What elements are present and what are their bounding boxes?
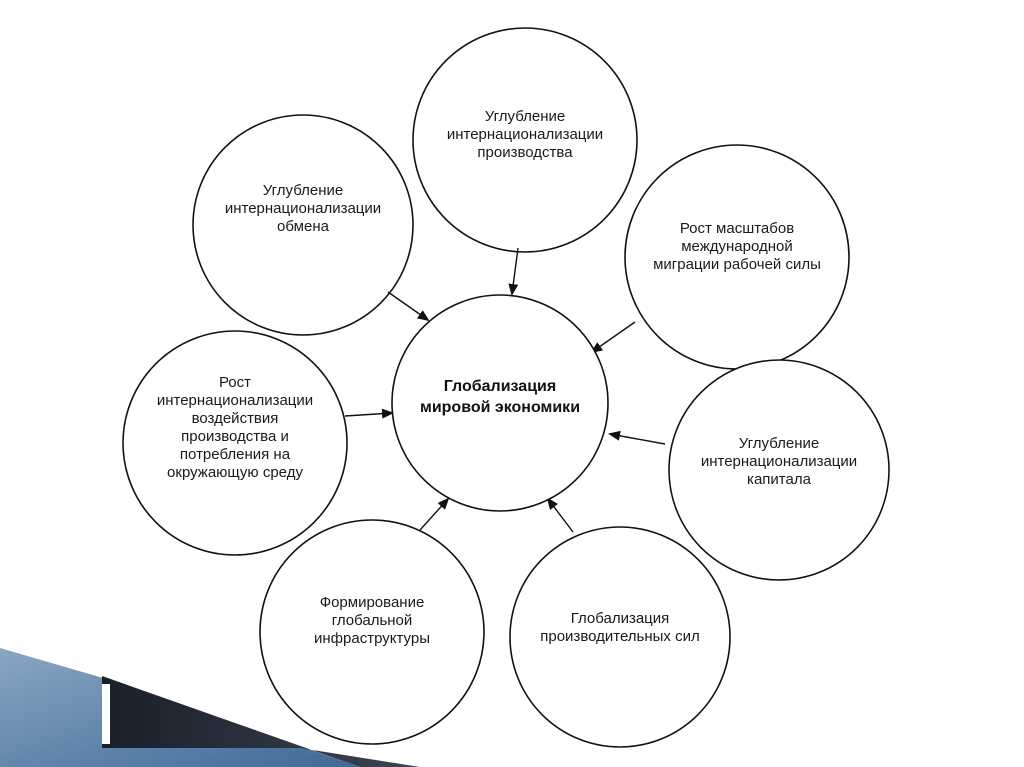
node-label-line: интернационализации (224, 200, 382, 217)
node-label-line: потребления на (179, 446, 291, 463)
node-label-line: интернационализации (446, 126, 604, 143)
arrow-migration-to-center (590, 321, 636, 354)
center-label-line: мировой экономики (419, 399, 581, 416)
node-label-line: Углубление (484, 108, 566, 125)
node-label-line: Углубление (262, 182, 344, 199)
node-label-line: окружающую среду (167, 464, 303, 481)
center-label-line: Глобализация (443, 378, 557, 395)
node-label-line: производства (477, 144, 573, 161)
node-label-line: Формирование (319, 594, 425, 611)
arrow-environment-to-center (344, 408, 394, 419)
node-circle-exchange (192, 114, 414, 336)
node-circle-capital (668, 359, 890, 581)
node-label-line: производительных сил (540, 628, 700, 645)
node-label-line: обмена (277, 218, 329, 235)
arrow-productive-forces-to-center (546, 497, 574, 533)
node-label-line: глобальной (331, 612, 413, 629)
arrow-capital-to-center (608, 430, 666, 445)
arrow-infrastructure-to-center (419, 497, 450, 531)
node-label-line: капитала (747, 471, 811, 488)
center-node-circle (391, 294, 609, 512)
node-label-line: воздействия (191, 410, 279, 427)
arrow-exchange-to-center (387, 291, 430, 322)
node-label-line: Глобализация (570, 610, 670, 627)
node-label-line: миграции рабочей силы (653, 256, 821, 273)
node-label-line: инфраструктуры (314, 630, 430, 647)
node-circle-environment (122, 330, 348, 556)
node-circle-infrastructure (259, 519, 485, 745)
node-label-line: Рост масштабов (679, 220, 795, 237)
node-label-line: Углубление (738, 435, 820, 452)
node-label-line: производства и (181, 428, 289, 445)
node-label-line: интернационализации (700, 453, 858, 470)
arrow-production-to-center (508, 247, 519, 296)
node-label-line: интернационализации (156, 392, 314, 409)
node-label-line: международной (681, 238, 793, 255)
center-node-label: Глобализация мировой экономики (420, 376, 580, 418)
node-label-line: Рост (218, 374, 252, 391)
node-circle-production (412, 27, 638, 253)
node-circle-productive-forces (509, 526, 731, 748)
